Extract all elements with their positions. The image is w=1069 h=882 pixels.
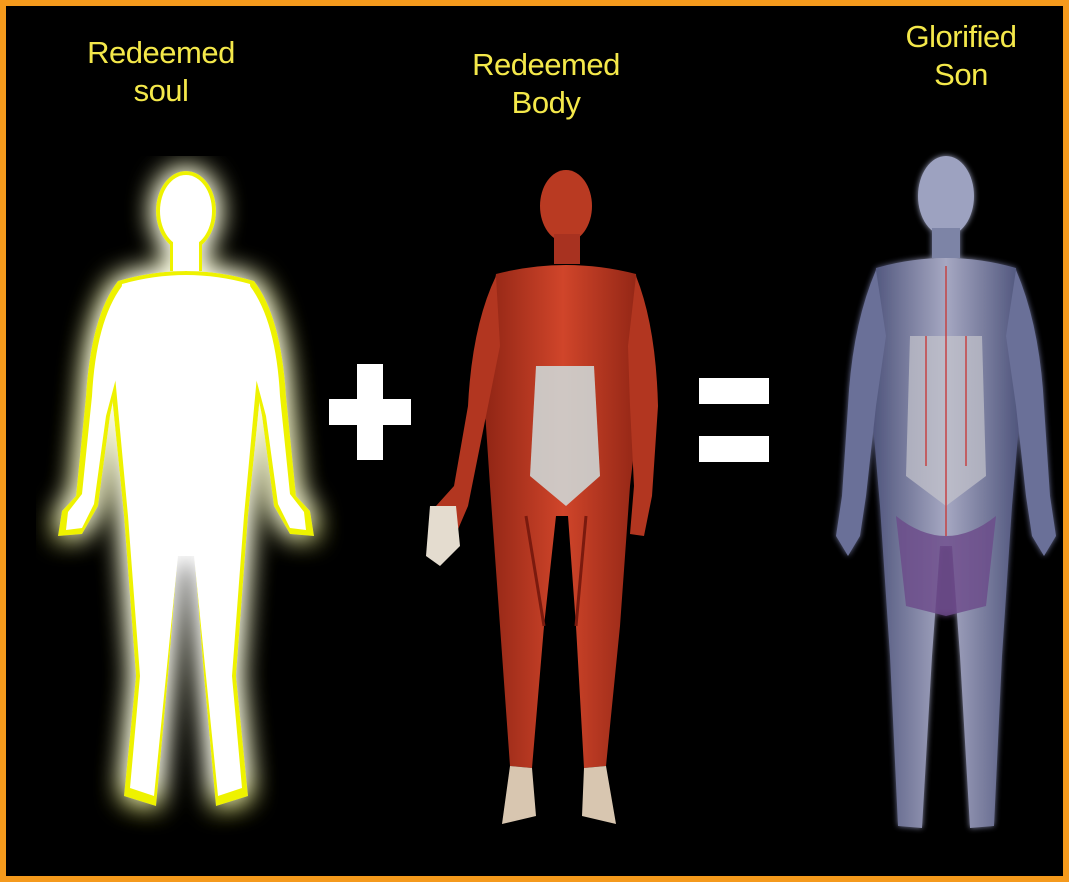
label-son-line2: Son [866,56,1056,94]
label-son-line1: Glorified [866,18,1056,56]
plus-icon [329,364,411,460]
muscle-anatomy-figure [416,156,676,846]
label-glorified-son: Glorified Son [866,18,1056,94]
equals-icon [699,378,769,462]
label-soul-line2: soul [66,72,256,110]
label-soul-line1: Redeemed [66,34,256,72]
glorified-body-figure [826,136,1063,866]
label-body-line2: Body [451,84,641,122]
glowing-soul-figure [36,156,346,836]
label-body-line1: Redeemed [451,46,641,84]
label-redeemed-soul: Redeemed soul [66,34,256,110]
slide-frame: Redeemed soul Redeemed Body Glorified So… [6,6,1063,876]
label-redeemed-body: Redeemed Body [451,46,641,122]
